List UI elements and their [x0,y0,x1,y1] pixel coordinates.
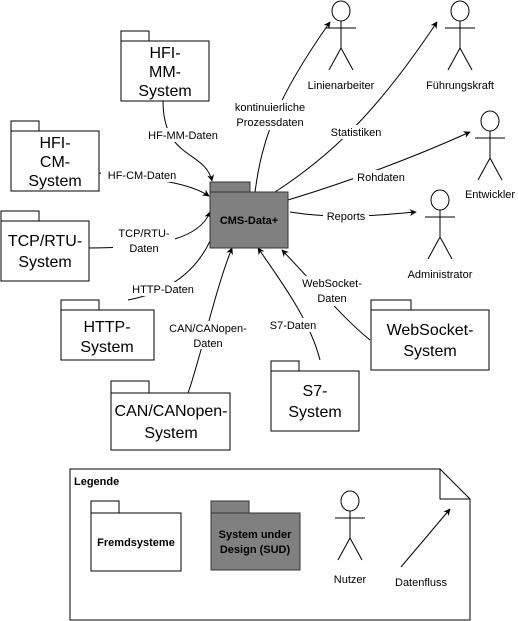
svg-text:S7-: S7- [303,383,328,400]
linienarbeiter-actor[interactable]: Linienarbeiter [308,0,375,92]
svg-text:Fremdsysteme: Fremdsysteme [97,537,175,549]
svg-text:CAN/CANopen-: CAN/CANopen- [169,323,247,335]
svg-text:WebSocket-: WebSocket- [302,278,362,290]
flow-label-reports: Reports [323,209,369,223]
flow-label-rohdaten: Rohdaten [353,170,409,184]
legend-datenfluss-label: Datenfluss [395,577,447,589]
legend-box: Legende Fremdsysteme System under Design… [69,468,471,621]
svg-text:HFI-: HFI- [39,135,70,152]
svg-text:HF-CM-Daten: HF-CM-Daten [108,170,176,182]
hfi-cm-system-package[interactable]: HFI- CM- System [10,120,100,192]
linienarbeiter-label: Linienarbeiter [308,80,375,92]
websocket-system-package[interactable]: WebSocket- System [370,299,490,371]
arrow-icon [400,508,451,568]
svg-text:HTTP-: HTTP- [83,319,130,336]
legend-datenfluss: Datenfluss [395,508,451,589]
svg-text:System: System [28,173,81,190]
legend-nutzer: Nutzer [334,490,367,586]
svg-text:Reports: Reports [327,211,366,223]
stick-figure-icon [326,0,356,71]
svg-text:System: System [18,254,71,271]
svg-text:System: System [80,339,133,356]
fuehrungskraft-label: Führungskraft [426,80,494,92]
stick-figure-icon [335,490,365,561]
svg-text:System under: System under [219,529,292,541]
flow-label-statistiken: Statistiken [326,125,386,139]
svg-text:System: System [288,404,341,421]
svg-text:Daten: Daten [129,243,158,255]
s7-system-package[interactable]: S7- System [270,360,360,432]
svg-text:MM-: MM- [149,64,181,81]
svg-text:Statistiken: Statistiken [331,127,382,139]
flow-edge-hf-mm [162,100,215,182]
svg-text:HTTP-Daten: HTTP-Daten [132,284,194,296]
can-system-package[interactable]: CAN/CANopen- System [110,380,231,451]
svg-text:TCP/RTU-: TCP/RTU- [118,228,169,240]
flow-label-s7: S7-Daten [266,318,320,332]
flow-label-hf-cm: HF-CM-Daten [101,168,183,182]
fuehrungskraft-actor[interactable]: Führungskraft [426,0,494,92]
administrator-label: Administrator [408,269,473,281]
http-system-package[interactable]: HTTP- System [60,299,155,361]
legend-fremdsysteme-package: Fremdsysteme [90,500,182,572]
flow-edge-can [187,247,233,394]
flow-edge-statistiken [274,21,438,193]
entwickler-actor[interactable]: Entwickler [465,110,515,201]
stick-figure-icon [445,0,475,71]
svg-text:Daten: Daten [317,293,346,305]
svg-text:Daten: Daten [193,338,222,350]
legend-sud-package: System under Design (SUD) [210,500,301,571]
svg-text:Rohdaten: Rohdaten [357,172,405,184]
svg-text:CMS-Data+: CMS-Data+ [220,215,278,227]
stick-figure-icon [475,110,505,181]
stick-figure-icon [425,189,455,260]
svg-text:HF-MM-Daten: HF-MM-Daten [148,130,218,142]
hfi-mm-system-package[interactable]: HFI- MM- System [120,30,210,102]
svg-text:S7-Daten: S7-Daten [270,320,316,332]
flow-label-hf-mm: HF-MM-Daten [141,128,225,142]
legend-nutzer-label: Nutzer [334,574,367,586]
flow-label-http: HTTP-Daten [126,282,200,296]
svg-text:WebSocket-: WebSocket- [387,322,474,339]
cms-data-package[interactable]: CMS-Data+ [209,181,289,249]
entwickler-label: Entwickler [465,189,515,201]
svg-text:Design (SUD): Design (SUD) [220,544,291,556]
flow-edge-s7 [257,247,321,361]
tcp-rtu-system-package[interactable]: TCP/RTU- System [0,210,90,282]
flow-label-prozessdaten: kontinuierliche Prozessdaten [230,100,310,130]
svg-text:CAN/CANopen-: CAN/CANopen- [115,403,228,420]
administrator-actor[interactable]: Administrator [408,189,473,281]
flow-label-tcp-rtu: TCP/RTU- Daten [113,226,175,255]
svg-text:System: System [403,343,456,360]
svg-text:System: System [144,425,197,442]
svg-text:Prozessdaten: Prozessdaten [236,117,303,129]
legend-title: Legende [74,476,119,488]
svg-text:kontinuierliche: kontinuierliche [235,102,305,114]
flow-edge-rohdaten [287,131,471,201]
svg-text:CM-: CM- [40,154,70,171]
svg-text:System: System [138,83,191,100]
svg-text:HFI-: HFI- [149,45,180,62]
flow-label-websocket: WebSocket- Daten [298,276,366,306]
svg-text:TCP/RTU-: TCP/RTU- [8,233,82,250]
flow-label-can: CAN/CANopen- Daten [161,321,251,350]
